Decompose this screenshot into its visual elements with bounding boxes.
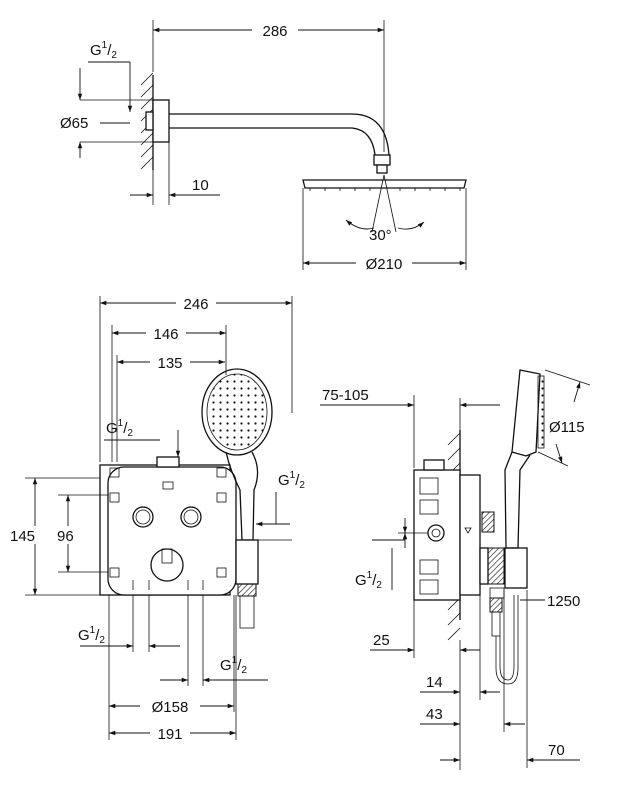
head-wall-offset-label: 10: [192, 177, 209, 194]
head-shower-view: 286 G1/2 Ø65 10 30° Ø210: [60, 20, 467, 273]
head-arm-length-label: 286: [262, 23, 287, 40]
head-angle-label: 30°: [369, 227, 392, 244]
front-plate-diameter-label: Ø158: [152, 699, 189, 716]
front-elbow-thread-label: G1/2: [278, 470, 305, 491]
front-box-height-label: 145: [10, 528, 35, 545]
head-diameter-label: Ø210: [366, 256, 403, 273]
hand-shower-side: [504, 369, 545, 549]
head-thread-label: G1/2: [90, 40, 117, 61]
front-holder-center-label: 135: [157, 355, 182, 372]
left-knob: [132, 506, 154, 528]
side-depth-70-label: 70: [548, 742, 565, 759]
head-spray-nozzles: [309, 188, 461, 191]
side-depth-14-label: 14: [426, 674, 443, 691]
right-knob: [180, 506, 202, 528]
front-top-thread-label: G1/2: [106, 418, 133, 439]
shower-holder: [235, 539, 259, 585]
head-flange-diameter-label: Ø65: [60, 115, 88, 132]
front-bottom-right-thread-label: G1/2: [220, 655, 247, 676]
side-hose-length-label: 1250: [547, 593, 580, 610]
valve-body: [413, 469, 461, 601]
front-plate-width-label: 191: [157, 726, 182, 743]
side-thread-label: G1/2: [355, 570, 382, 591]
side-depth-25-label: 25: [373, 632, 390, 649]
logo-badge: [162, 481, 174, 490]
side-view: 75-105 Ø115 G1/2 1250 25 14 43: [320, 369, 591, 770]
front-bottom-left-thread-label: G1/2: [78, 625, 105, 646]
front-total-width-label: 246: [183, 296, 208, 313]
hand-shower: [201, 368, 273, 541]
side-depth-43-label: 43: [426, 706, 443, 723]
front-hand-shower-center-label: 146: [153, 326, 178, 343]
front-view: 246 146 135 G1/2 G1/2 145: [10, 294, 305, 743]
side-hand-shower-diameter-label: Ø115: [549, 419, 585, 436]
front-port-spacing-label: 96: [57, 528, 74, 545]
side-install-depth-label: 75-105: [322, 387, 369, 404]
